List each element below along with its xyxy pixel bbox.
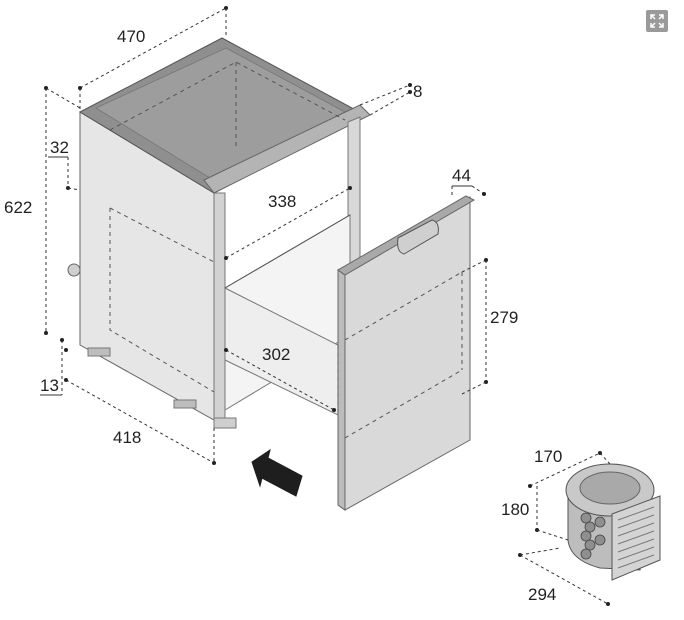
dimension-lines bbox=[40, 6, 488, 465]
expand-icon bbox=[650, 14, 664, 28]
foot-left bbox=[87, 347, 111, 357]
dim-foot-height: 13 bbox=[40, 376, 59, 395]
expand-button[interactable] bbox=[646, 10, 668, 32]
cabinet-front-pillar bbox=[213, 192, 226, 421]
dim-drawer-width: 302 bbox=[262, 345, 290, 364]
foot-right bbox=[173, 399, 197, 409]
dim-drawer-height: 279 bbox=[490, 308, 518, 327]
dim-compressor-width: 170 bbox=[534, 447, 562, 466]
insert-arrow-icon bbox=[251, 448, 303, 497]
foot-front bbox=[213, 417, 237, 429]
dim-drawer-thickness: 44 bbox=[452, 166, 471, 185]
dim-width-top: 470 bbox=[117, 27, 145, 46]
dim-compressor-height: 180 bbox=[501, 500, 529, 519]
dim-frame: 8 bbox=[413, 82, 422, 101]
drawer-front-edge bbox=[337, 269, 346, 511]
dim-depth: 418 bbox=[113, 428, 141, 447]
dim-height: 622 bbox=[4, 198, 32, 217]
dim-inner-top-depth: 32 bbox=[50, 138, 69, 157]
drawer bbox=[224, 195, 476, 511]
side-knob bbox=[67, 263, 81, 277]
dim-compressor-depth: 294 bbox=[528, 585, 556, 604]
compressor-coil bbox=[580, 512, 606, 560]
drawer-handle bbox=[397, 219, 439, 255]
dim-opening-width: 338 bbox=[268, 192, 296, 211]
compressor-unit bbox=[518, 451, 661, 606]
